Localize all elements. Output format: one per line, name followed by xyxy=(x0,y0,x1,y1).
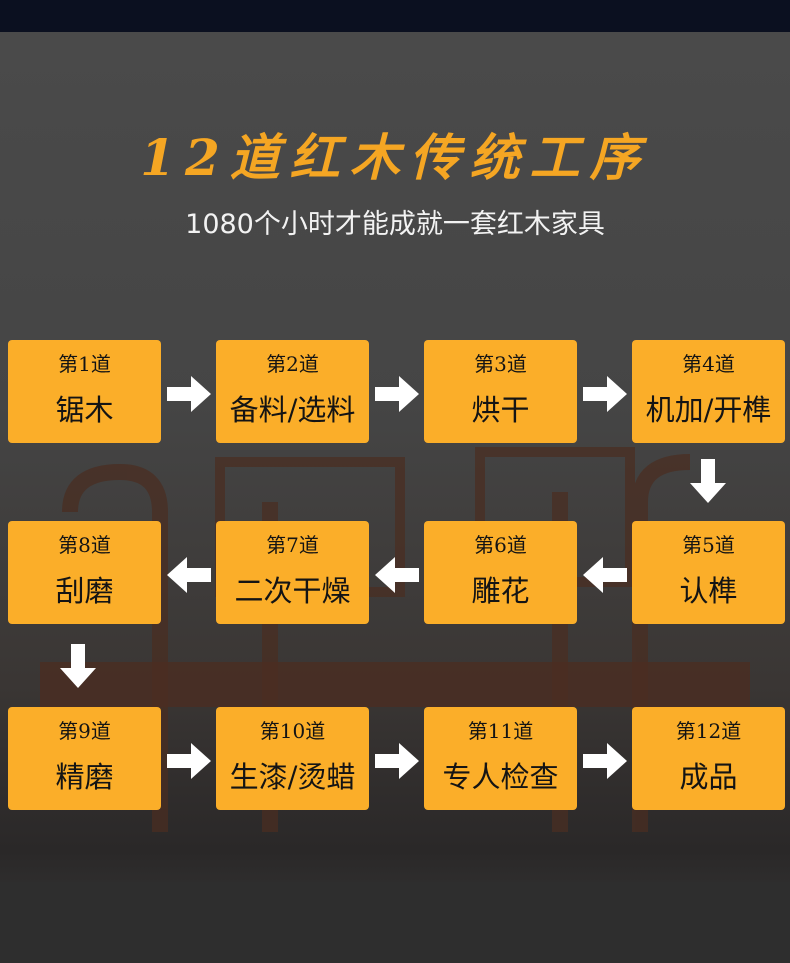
step-number: 第2道 xyxy=(266,352,319,376)
step-number: 第12道 xyxy=(675,719,742,743)
step-number: 第11道 xyxy=(467,719,534,743)
step-box-3: 第3道烘干 xyxy=(424,340,577,443)
step-name: 刮磨 xyxy=(55,574,114,608)
step-number: 第3道 xyxy=(474,352,527,376)
step-box-12: 第12道成品 xyxy=(632,707,785,810)
step-number: 第7道 xyxy=(266,533,319,557)
step-name: 二次干燥 xyxy=(234,574,351,608)
arrow-icon xyxy=(690,459,726,503)
step-number: 第6道 xyxy=(474,533,527,557)
step-name: 机加/开榫 xyxy=(645,393,772,427)
step-box-8: 第8道刮磨 xyxy=(8,521,161,624)
step-name: 生漆/烫蜡 xyxy=(229,760,356,794)
page-subtitle: 1080个小时才能成就一套红木家具 xyxy=(185,209,605,240)
step-number: 第5道 xyxy=(682,533,735,557)
step-number: 第10道 xyxy=(259,719,326,743)
arrow-icon xyxy=(167,376,211,412)
step-box-1: 第1道锯木 xyxy=(8,340,161,443)
arrow-icon xyxy=(583,376,627,412)
arrow-icon xyxy=(375,557,419,593)
step-box-7: 第7道二次干燥 xyxy=(216,521,369,624)
step-number: 第1道 xyxy=(58,352,111,376)
arrow-icon xyxy=(375,376,419,412)
step-box-6: 第6道雕花 xyxy=(424,521,577,624)
step-name: 精磨 xyxy=(55,760,114,794)
step-name: 成品 xyxy=(679,760,738,794)
arrow-icon xyxy=(583,557,627,593)
step-box-5: 第5道认榫 xyxy=(632,521,785,624)
step-box-2: 第2道备料/选料 xyxy=(216,340,369,443)
top-bar xyxy=(0,0,790,32)
arrow-icon xyxy=(375,743,419,779)
step-number: 第9道 xyxy=(58,719,111,743)
step-number: 第8道 xyxy=(58,533,111,557)
step-name: 锯木 xyxy=(55,393,114,427)
arrow-icon xyxy=(167,743,211,779)
step-name: 雕花 xyxy=(471,574,530,608)
step-name: 认榫 xyxy=(679,574,738,608)
step-box-11: 第11道专人检查 xyxy=(424,707,577,810)
step-box-10: 第10道生漆/烫蜡 xyxy=(216,707,369,810)
arrow-icon xyxy=(583,743,627,779)
arrow-icon xyxy=(60,644,96,688)
page-title: 12道红木传统工序 xyxy=(140,128,650,187)
chair-image xyxy=(0,447,790,963)
step-box-9: 第9道精磨 xyxy=(8,707,161,810)
arrow-icon xyxy=(167,557,211,593)
step-box-4: 第4道机加/开榫 xyxy=(632,340,785,443)
step-number: 第4道 xyxy=(682,352,735,376)
step-name: 备料/选料 xyxy=(229,393,356,427)
step-name: 专人检查 xyxy=(442,760,559,794)
step-name: 烘干 xyxy=(471,393,530,427)
